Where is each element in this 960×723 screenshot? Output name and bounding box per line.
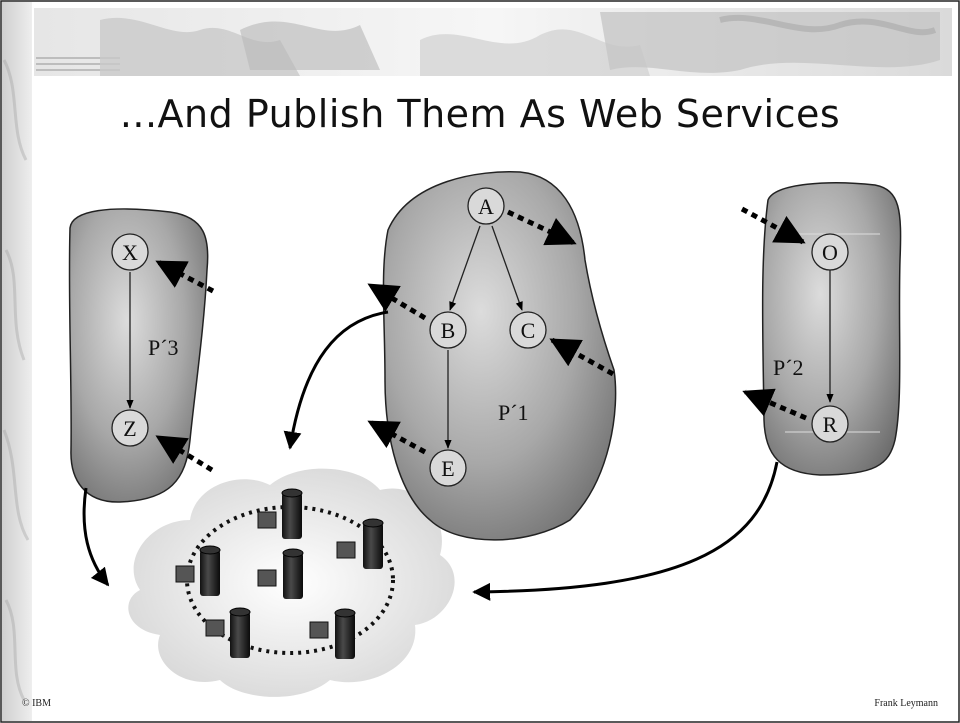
- page-title: ...And Publish Them As Web Services: [119, 92, 841, 136]
- database-icon-top: [199, 545, 221, 555]
- footer-author: Frank Leymann: [874, 698, 938, 709]
- node-c-label: C: [521, 318, 536, 343]
- server-icon: [175, 565, 195, 583]
- node-e: E: [429, 449, 467, 487]
- process-p3-label: P´3: [148, 335, 179, 360]
- top-decor-banner: [34, 8, 952, 76]
- process-p2-label: P´2: [773, 355, 804, 380]
- footer-copyright: © IBM: [22, 698, 51, 709]
- server-icon: [257, 511, 277, 529]
- database-icon-top: [334, 608, 356, 618]
- port-arrow-c: [549, 337, 615, 377]
- database-icon-top: [229, 607, 251, 617]
- node-o-label: O: [822, 240, 838, 265]
- database-icon: [282, 493, 302, 539]
- database-icon-top: [362, 518, 384, 528]
- left-strip-texture: [2, 59, 30, 701]
- deploy-arrow-p1: [283, 310, 389, 450]
- node-x-label: X: [122, 240, 138, 265]
- node-z-label: Z: [123, 416, 136, 441]
- node-b: B: [429, 311, 467, 349]
- internal-control-flows: [126, 225, 834, 449]
- process-p1-label: P´1: [498, 400, 529, 425]
- node-o: O: [811, 233, 849, 271]
- node-b-label: B: [441, 318, 456, 343]
- process-p1-region: [382, 171, 617, 541]
- server-icon: [205, 619, 225, 637]
- deploy-arrow-p3: [82, 487, 110, 587]
- node-c: C: [509, 311, 547, 349]
- deployment-arrows: [82, 310, 779, 601]
- server-icon: [309, 621, 329, 639]
- process-p2-region: [761, 182, 902, 476]
- database-icon-top: [281, 488, 303, 498]
- port-arrow-a: [506, 209, 577, 246]
- port-arrow-o: [740, 206, 806, 245]
- node-e-label: E: [441, 456, 454, 481]
- node-a-label: A: [478, 194, 494, 219]
- database-icon: [283, 553, 303, 599]
- database-icon: [335, 613, 355, 659]
- node-r-label: R: [823, 412, 838, 437]
- node-x: X: [111, 233, 149, 271]
- server-icon: [257, 569, 277, 587]
- process-p1: [382, 171, 617, 541]
- flow-a-to-c: [491, 225, 523, 311]
- database-icon-top: [282, 548, 304, 558]
- database-cluster: [175, 488, 384, 659]
- node-z: Z: [111, 409, 149, 447]
- node-r: R: [811, 405, 849, 443]
- deploy-arrow-p2: [472, 461, 779, 601]
- database-icon: [363, 523, 383, 569]
- database-icon: [200, 550, 220, 596]
- flow-a-to-b: [449, 225, 481, 311]
- left-decor-strip: [2, 2, 32, 721]
- web-service-ports: [155, 206, 807, 473]
- node-a: A: [467, 187, 505, 225]
- activity-nodes: X Z A B C E O: [111, 187, 849, 487]
- database-icon: [230, 612, 250, 658]
- port-arrow-r: [742, 388, 807, 421]
- server-icon: [336, 541, 356, 559]
